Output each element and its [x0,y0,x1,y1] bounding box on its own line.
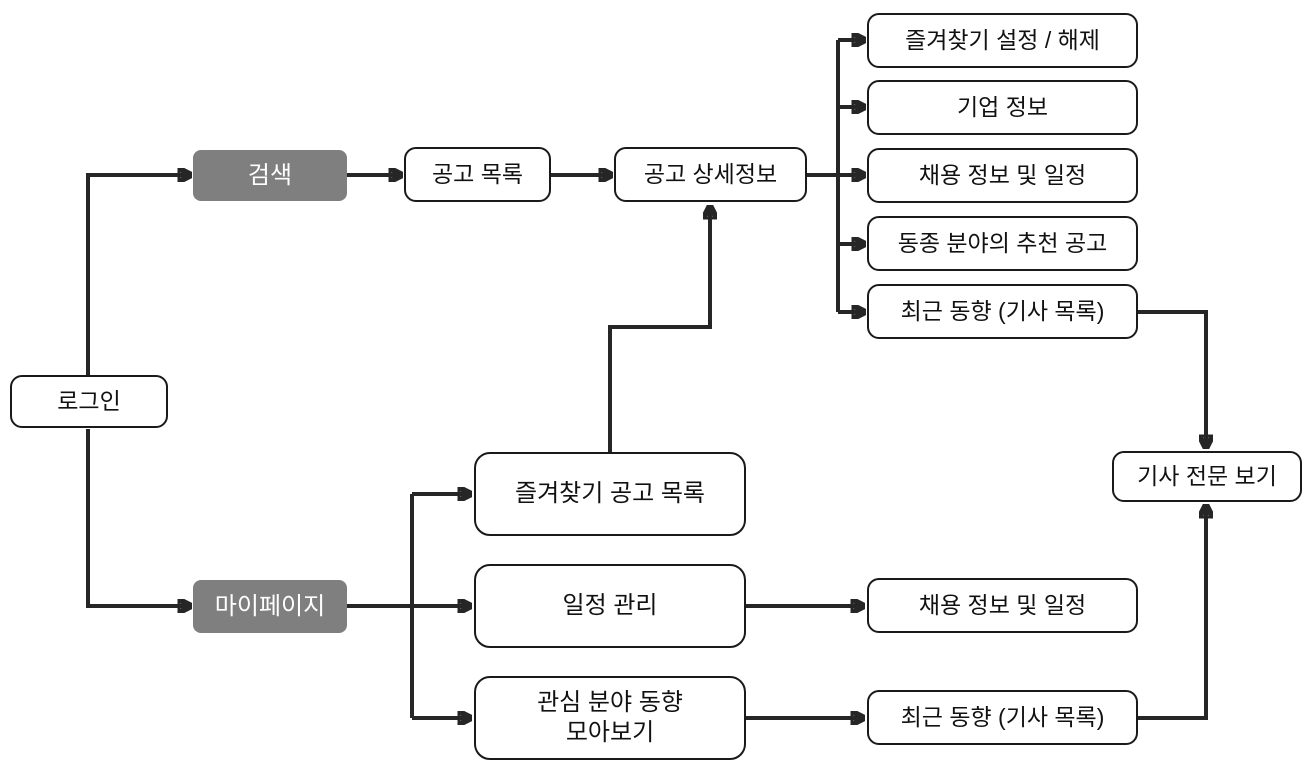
node-schedule-manage[interactable]: 일정 관리 [474,564,746,648]
node-schedule-manage-label: 일정 관리 [562,592,658,619]
node-recommend-jobs-label: 동종 분야의 추천 공고 [897,230,1108,257]
node-job-detail[interactable]: 공고 상세정보 [614,147,807,202]
connector-recent2-article [1138,507,1206,720]
connector-login-mypage [86,429,189,606]
node-recent-trend-bottom[interactable]: 최근 동향 (기사 목록) [867,690,1138,745]
node-recruit-schedule-bottom[interactable]: 채용 정보 및 일정 [867,578,1138,633]
node-favorite-toggle[interactable]: 즐겨찾기 설정 / 해제 [867,13,1138,68]
node-recent-trend-top[interactable]: 최근 동향 (기사 목록) [867,284,1138,339]
node-job-list[interactable]: 공고 목록 [404,147,551,202]
node-recruit-schedule-top[interactable]: 채용 정보 및 일정 [867,148,1138,203]
node-job-list-label: 공고 목록 [431,161,524,188]
node-job-detail-label: 공고 상세정보 [643,161,778,188]
connector-login-search [86,175,189,375]
node-mypage[interactable]: 마이페이지 [193,580,347,633]
node-favorite-job-list[interactable]: 즐겨찾기 공고 목록 [474,452,746,536]
node-search-label: 검색 [247,161,293,189]
node-article-full-view-label: 기사 전문 보기 [1137,463,1277,490]
node-interest-trend-collect-label: 관심 분야 동향 모아보기 [537,689,683,746]
node-interest-trend-collect[interactable]: 관심 분야 동향 모아보기 [474,676,746,760]
node-search[interactable]: 검색 [193,150,347,201]
connector-recenttrend-article [1138,310,1206,446]
connector-favoritelist-jobdetail [608,208,710,452]
node-recruit-schedule-bottom-label: 채용 정보 및 일정 [918,592,1087,619]
node-recommend-jobs[interactable]: 동종 분야의 추천 공고 [867,216,1138,271]
node-company-info[interactable]: 기업 정보 [867,80,1138,135]
node-mypage-label: 마이페이지 [214,592,326,620]
node-favorite-job-list-label: 즐겨찾기 공고 목록 [515,480,705,507]
node-recent-trend-bottom-label: 최근 동향 (기사 목록) [900,704,1105,731]
node-favorite-toggle-label: 즐겨찾기 설정 / 해제 [905,27,1100,54]
node-login-label: 로그인 [57,388,121,415]
node-company-info-label: 기업 정보 [956,94,1049,121]
node-recent-trend-top-label: 최근 동향 (기사 목록) [900,298,1105,325]
node-login[interactable]: 로그인 [10,375,168,428]
node-recruit-schedule-top-label: 채용 정보 및 일정 [918,162,1087,189]
node-article-full-view[interactable]: 기사 전문 보기 [1112,451,1302,502]
connector-jobdetail-branch-trunk [807,40,840,312]
